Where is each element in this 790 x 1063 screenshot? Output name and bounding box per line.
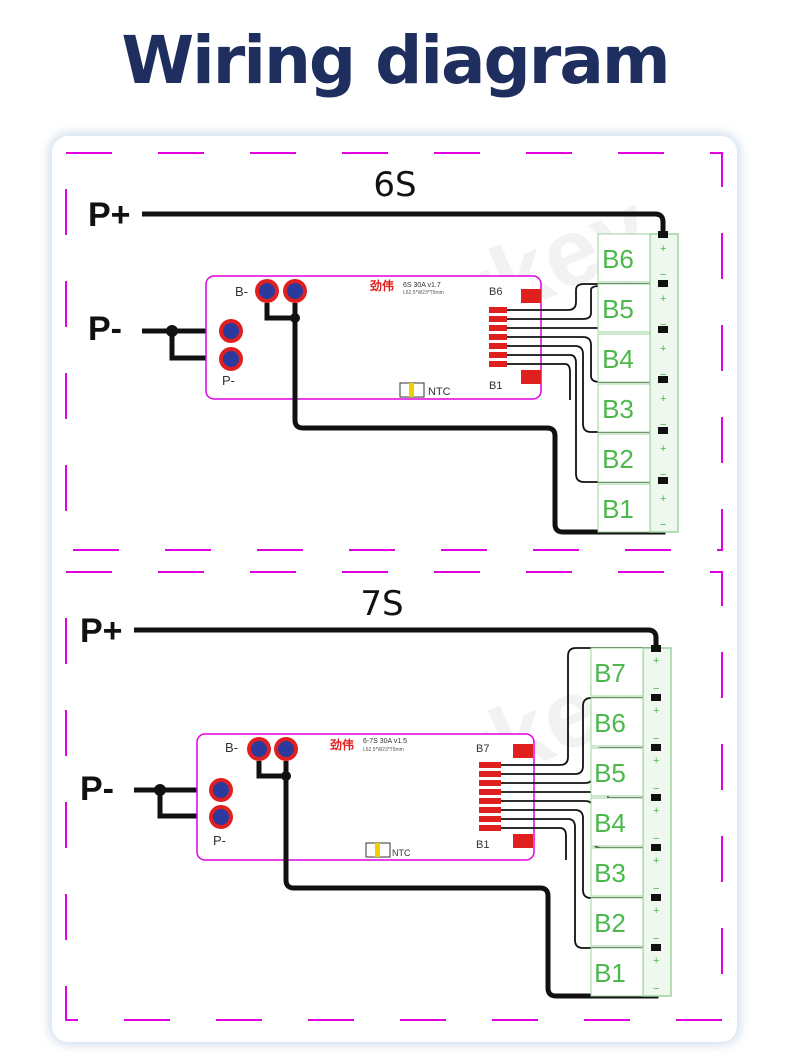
svg-text:−: − xyxy=(653,833,659,845)
conn-bottom-pad-7s xyxy=(513,834,533,848)
diagram-7s: 7S Enerkey P+ P- B- P- 劲伟 6-7S 30A v1.5 … xyxy=(65,571,723,1021)
cell-label-6s: B2 xyxy=(602,444,634,474)
bms-board-7s xyxy=(196,733,535,861)
p-plus-wire-7s xyxy=(134,627,659,650)
frame-6s xyxy=(65,152,723,551)
ntc-label-6s: NTC xyxy=(428,386,451,398)
svg-text:+: + xyxy=(653,755,659,767)
conn-bottom-pad-6s xyxy=(521,370,541,384)
cell-label-7s: B4 xyxy=(594,808,626,838)
b-minus-label-6s: B- xyxy=(235,284,248,299)
b-minus-wire-6s xyxy=(264,303,666,535)
svg-text:+: + xyxy=(653,805,659,817)
board-model-6s: 6S 30A v1.7 xyxy=(403,282,441,289)
svg-text:+: + xyxy=(660,493,666,505)
cell-label-6s: B4 xyxy=(602,344,634,374)
cell-label-6s: B6 xyxy=(602,244,634,274)
cell-label-6s: B5 xyxy=(602,294,634,324)
svg-text:+: + xyxy=(660,293,666,305)
ntc-label-7s: NTC xyxy=(392,848,411,858)
heading-7s: 7S xyxy=(360,584,403,624)
svg-text:−: − xyxy=(660,269,666,281)
svg-text:+: + xyxy=(653,905,659,917)
cell-label-7s: B5 xyxy=(594,758,626,788)
conn-top-pad-6s xyxy=(521,289,541,303)
b-minus-wire-7s xyxy=(256,761,659,999)
svg-text:+: + xyxy=(653,655,659,667)
conn-bottom-label-7s: B1 xyxy=(476,839,489,851)
cell-label-7s: B2 xyxy=(594,908,626,938)
cell-label-7s: B3 xyxy=(594,858,626,888)
conn-bottom-label-6s: B1 xyxy=(489,380,502,392)
cell-label-7s: B7 xyxy=(594,658,626,688)
svg-text:−: − xyxy=(653,783,659,795)
board-p-minus-label-6s: P- xyxy=(222,373,235,388)
svg-text:−: − xyxy=(660,519,666,531)
board-dims-6s: L62.5*W23*T5mm xyxy=(403,290,444,296)
svg-text:−: − xyxy=(660,419,666,431)
svg-text:−: − xyxy=(660,369,666,381)
svg-text:−: − xyxy=(653,733,659,745)
ntc-marker-7s xyxy=(375,843,380,857)
svg-text:−: − xyxy=(653,983,659,995)
svg-text:−: − xyxy=(660,469,666,481)
board-dims-7s: L62.5*W23*T5mm xyxy=(363,747,404,753)
balance-connector-6s xyxy=(489,307,507,367)
cell-label-6s: B1 xyxy=(602,494,634,524)
cell-label-7s: B6 xyxy=(594,708,626,738)
conn-top-label-7s: B7 xyxy=(476,743,489,755)
cell-label-6s: B3 xyxy=(602,394,634,424)
board-brand-7s: 劲伟 xyxy=(329,737,354,752)
svg-text:+: + xyxy=(660,243,666,255)
ntc-marker-6s xyxy=(409,383,414,397)
p-plus-label-6s: P+ xyxy=(88,196,131,234)
balance-connector-7s xyxy=(479,762,501,831)
p-minus-junction-6s xyxy=(166,325,178,337)
svg-text:+: + xyxy=(653,705,659,717)
cell-label-7s: B1 xyxy=(594,958,626,988)
svg-text:+: + xyxy=(653,855,659,867)
board-p-minus-label-7s: P- xyxy=(213,833,226,848)
svg-text:+: + xyxy=(653,955,659,967)
p-minus-label-6s: P- xyxy=(88,310,122,348)
svg-text:+: + xyxy=(660,393,666,405)
svg-text:−: − xyxy=(653,683,659,695)
battery-stack-6s: + − + − + − + − + − + − xyxy=(597,231,679,533)
battery-stack-7s: + − + − + − + − + − + − + − xyxy=(590,645,672,997)
page-title: Wiring diagram xyxy=(121,22,670,99)
conn-top-label-6s: B6 xyxy=(489,286,502,298)
p-minus-junction-7s xyxy=(154,784,166,796)
b-minus-label-7s: B- xyxy=(225,740,238,755)
p-plus-wire-6s xyxy=(142,211,666,236)
heading-6s: 6S xyxy=(373,165,416,205)
conn-top-pad-7s xyxy=(513,744,533,758)
diagram-6s: 6S Enerkey P+ P- B- P- 劲伟 6S 30A v1.7 L6… xyxy=(65,152,723,551)
svg-text:−: − xyxy=(653,933,659,945)
p-plus-label-7s: P+ xyxy=(80,612,123,650)
board-brand-6s: 劲伟 xyxy=(369,278,394,293)
p-minus-label-7s: P- xyxy=(80,770,114,808)
svg-text:+: + xyxy=(660,343,666,355)
board-model-7s: 6-7S 30A v1.5 xyxy=(363,738,407,745)
svg-text:−: − xyxy=(660,319,666,331)
svg-text:−: − xyxy=(653,883,659,895)
svg-text:+: + xyxy=(660,443,666,455)
